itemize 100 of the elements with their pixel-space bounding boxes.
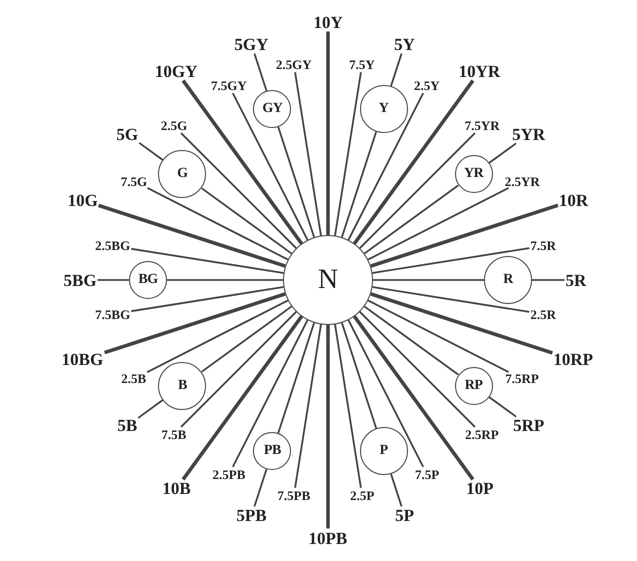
spoke-line <box>254 468 268 507</box>
hue-label: 7.5GY <box>211 79 247 92</box>
spoke-line <box>370 292 553 355</box>
hue-label: 7.5G <box>120 174 148 188</box>
spoke-line <box>390 474 402 507</box>
spoke-line <box>368 300 509 373</box>
spoke-line <box>131 286 284 312</box>
hue-label: 2.5B <box>121 372 146 386</box>
spoke-line <box>326 325 330 528</box>
hue-label: 10R <box>558 192 588 209</box>
hue-label: 5GY <box>234 36 268 53</box>
spoke-line <box>98 279 129 281</box>
spoke-line <box>180 132 297 249</box>
spoke-line <box>294 324 322 488</box>
hue-circle: G <box>158 150 206 198</box>
hue-label: 5B <box>117 417 138 434</box>
spoke-line <box>341 131 378 238</box>
spoke-line <box>488 396 517 418</box>
neutral-circle: N <box>283 235 373 325</box>
hue-label: 7.5PB <box>277 488 310 502</box>
spoke-line <box>532 279 564 281</box>
hue-circle: BG <box>129 261 167 299</box>
hue-label: 2.5GY <box>276 58 312 72</box>
spoke-line <box>180 311 297 428</box>
spoke-line <box>334 324 362 488</box>
hue-label: 2.5PB <box>212 468 246 481</box>
spoke-line <box>373 279 484 281</box>
hue-circle: GY <box>253 90 292 128</box>
hue-label: 7.5B <box>161 428 186 441</box>
hue-label: 10GY <box>154 62 198 80</box>
hue-label: 2.5YR <box>504 174 540 188</box>
spoke-line <box>353 315 474 480</box>
spoke-line <box>182 80 303 245</box>
hue-label: 7.5Y <box>349 58 375 72</box>
spoke-line <box>368 187 509 260</box>
hue-label: 2.5RP <box>465 428 499 441</box>
hue-label: 2.5R <box>530 308 556 321</box>
spoke-line <box>390 53 402 86</box>
spoke-line <box>364 306 459 376</box>
hue-label: 7.5R <box>530 239 556 252</box>
hue-label: 2.5P <box>350 488 374 502</box>
spoke-line <box>348 92 424 240</box>
hue-label: 5YR <box>512 126 546 143</box>
hue-circle: R <box>484 256 532 304</box>
spoke-line <box>294 72 322 236</box>
hue-label: 2.5G <box>160 119 188 132</box>
hue-label: 10G <box>68 192 98 209</box>
spoke-line <box>364 184 459 254</box>
spoke-line <box>372 247 530 274</box>
spoke-line <box>372 286 530 313</box>
hue-circle: Y <box>360 84 408 133</box>
hue-circle: YR <box>454 155 493 194</box>
spoke-line <box>138 142 164 161</box>
hue-label: 10PB <box>308 530 348 546</box>
spoke-line <box>353 80 474 245</box>
hue-label: 2.5BG <box>95 239 130 252</box>
hue-label: 5R <box>566 272 586 288</box>
spoke-line <box>201 306 292 372</box>
hue-label: 5BG <box>64 272 97 288</box>
hue-label: 5P <box>395 507 414 524</box>
hue-label: 10RP <box>553 351 594 368</box>
hue-label: 5PB <box>236 507 267 524</box>
spoke-line <box>348 320 424 468</box>
spoke-line <box>254 53 268 92</box>
hue-label: 5G <box>116 126 138 143</box>
spoke-line <box>326 32 330 235</box>
spoke-line <box>131 248 284 274</box>
spoke-line <box>146 300 288 373</box>
hue-label: 10Y <box>314 14 343 30</box>
spoke-line <box>147 187 288 260</box>
spoke-line <box>98 204 286 268</box>
hue-label: 10P <box>466 480 494 498</box>
hue-label: 5RP <box>513 417 544 434</box>
spoke-line <box>232 320 308 468</box>
spoke-line <box>359 311 476 428</box>
spoke-line <box>341 322 378 429</box>
hue-circle: P <box>360 427 408 476</box>
spoke-line <box>167 279 283 281</box>
hue-label: 10BG <box>62 351 104 368</box>
spoke-line <box>334 72 362 236</box>
spoke-line <box>277 126 315 238</box>
hue-label: 7.5P <box>414 468 440 481</box>
spoke-line <box>201 188 292 254</box>
spoke-line <box>182 315 303 480</box>
hue-label: 2.5Y <box>414 79 440 92</box>
hue-label: 10YR <box>458 62 500 80</box>
hue-label: 7.5YR <box>464 119 500 132</box>
spoke-line <box>370 204 558 268</box>
spoke-line <box>232 92 308 240</box>
hue-circle: B <box>158 362 206 410</box>
hue-label: 7.5RP <box>505 372 539 386</box>
spoke-line <box>277 322 315 434</box>
hue-label: 10B <box>162 480 191 498</box>
spoke-line <box>359 132 476 249</box>
hue-circle: PB <box>253 432 292 470</box>
spoke-line <box>488 142 517 164</box>
hue-label: 7.5BG <box>95 308 130 321</box>
spoke-line <box>104 292 286 354</box>
hue-circle: RP <box>454 366 493 405</box>
hue-label: 5Y <box>394 36 415 53</box>
